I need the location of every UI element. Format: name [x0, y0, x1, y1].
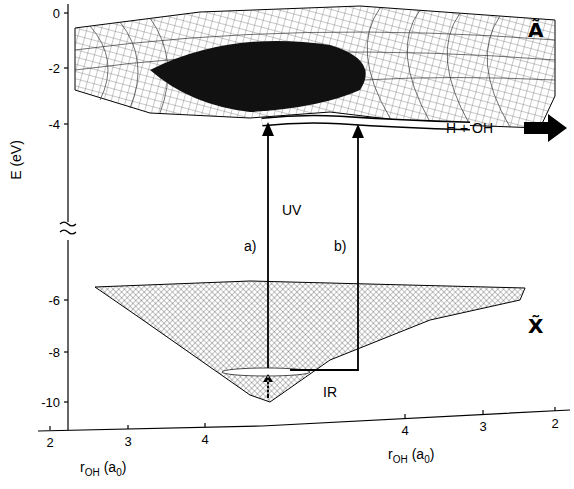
tick-label: -4	[48, 118, 60, 131]
tick-label: 2	[46, 436, 53, 449]
dotted-line	[268, 376, 269, 396]
surface-crosshatch	[95, 281, 525, 402]
axis-title-part: )	[122, 459, 127, 475]
arrowhead	[352, 124, 364, 138]
axis-title: E (eV)	[9, 140, 23, 180]
arrow-label: IR	[323, 385, 337, 399]
surface-label: X̃	[528, 316, 543, 336]
tick-label: -10	[41, 396, 60, 409]
lower-surface	[95, 281, 525, 402]
reaction-channel	[262, 119, 470, 126]
arrow-label: a)	[244, 239, 256, 253]
tick-label: -2	[48, 62, 60, 75]
tick-label: 4	[201, 433, 208, 446]
tick-label: 0	[53, 7, 60, 20]
upper-surface	[75, 6, 555, 128]
axis-title-part: r	[80, 459, 85, 475]
uv-arrow-b	[290, 136, 358, 370]
tick-label: -6	[48, 294, 60, 307]
dark-shading	[150, 41, 366, 112]
axis-title-part: (a	[104, 459, 116, 475]
axis-title-part: )	[430, 446, 435, 462]
arrow-label: UV	[282, 203, 301, 217]
surface-mesh	[75, 6, 555, 128]
arrow-label: b)	[334, 239, 346, 253]
mesh-lines	[75, 8, 555, 127]
axis-title-part: r	[388, 446, 393, 462]
tick-label: -8	[48, 346, 60, 359]
axis-title: rOH(a0)	[80, 460, 126, 474]
subscript: OH	[85, 467, 100, 478]
tick-label: 3	[479, 420, 486, 433]
surface-label: Ã	[528, 20, 543, 40]
axes	[38, 4, 570, 431]
subscript: 0	[424, 454, 430, 465]
arrowhead	[262, 122, 274, 136]
subscript: OH	[393, 454, 408, 465]
tick-label: 2	[551, 417, 558, 430]
channel-edge	[262, 119, 470, 126]
axis-title: rOH(a0)	[388, 447, 434, 461]
uv-arrow-a	[267, 132, 269, 368]
tick-label: 3	[124, 435, 131, 448]
axis-title-part: (a	[412, 446, 424, 462]
product-label: H + OH	[446, 121, 493, 135]
dissociation-arrow	[524, 114, 567, 142]
tick-label: 4	[401, 424, 408, 437]
subscript: 0	[116, 467, 122, 478]
